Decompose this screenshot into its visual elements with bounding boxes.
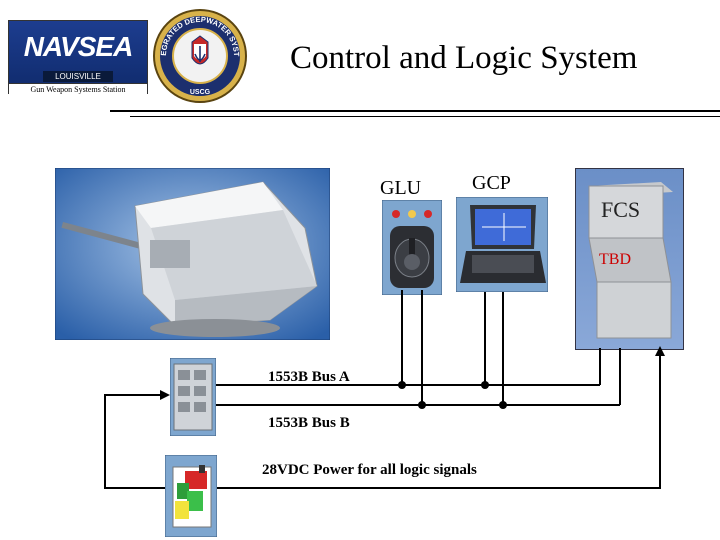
logo-brand: NAVSEA <box>23 31 134 62</box>
junction-glu-b <box>418 401 426 409</box>
gun-mount-image <box>55 168 330 340</box>
navsea-logo: NAVSEA LOUISVILLE Gun Weapon Systems Sta… <box>8 20 148 96</box>
seal-abbr: USCG <box>190 89 211 96</box>
junction-glu-a <box>398 381 406 389</box>
power-label: 28VDC Power for all logic signals <box>262 462 477 478</box>
gcp-label: GCP <box>472 172 511 194</box>
interface-module-graphic <box>170 358 216 436</box>
glu-label: GLU <box>380 177 422 199</box>
title-rule-top <box>110 110 720 112</box>
logo-location: LOUISVILLE <box>43 71 113 82</box>
gcp-laptop <box>456 197 548 292</box>
power-arrow-up <box>655 346 665 356</box>
junction-gcp-b <box>499 401 507 409</box>
logo-caption: Gun Weapon Systems Station <box>9 83 147 96</box>
power-supply-graphic <box>165 455 217 537</box>
fcs-console-graphic <box>588 182 673 339</box>
deepwater-seal: INTEGRATED DEEPWATER SYSTEM USCG <box>152 8 247 103</box>
junction-gcp-a <box>481 381 489 389</box>
title-rule-bottom <box>130 116 720 117</box>
power-arrow-left <box>160 390 170 400</box>
bus-b-label: 1553B Bus B <box>268 415 350 431</box>
fcs-label: FCS <box>601 197 641 222</box>
power-line <box>104 354 661 489</box>
bus-a-label: 1553B Bus A <box>268 369 350 385</box>
tbd-label: TBD <box>599 251 631 268</box>
page-title: Control and Logic System <box>290 40 638 76</box>
glu-device <box>382 200 442 295</box>
